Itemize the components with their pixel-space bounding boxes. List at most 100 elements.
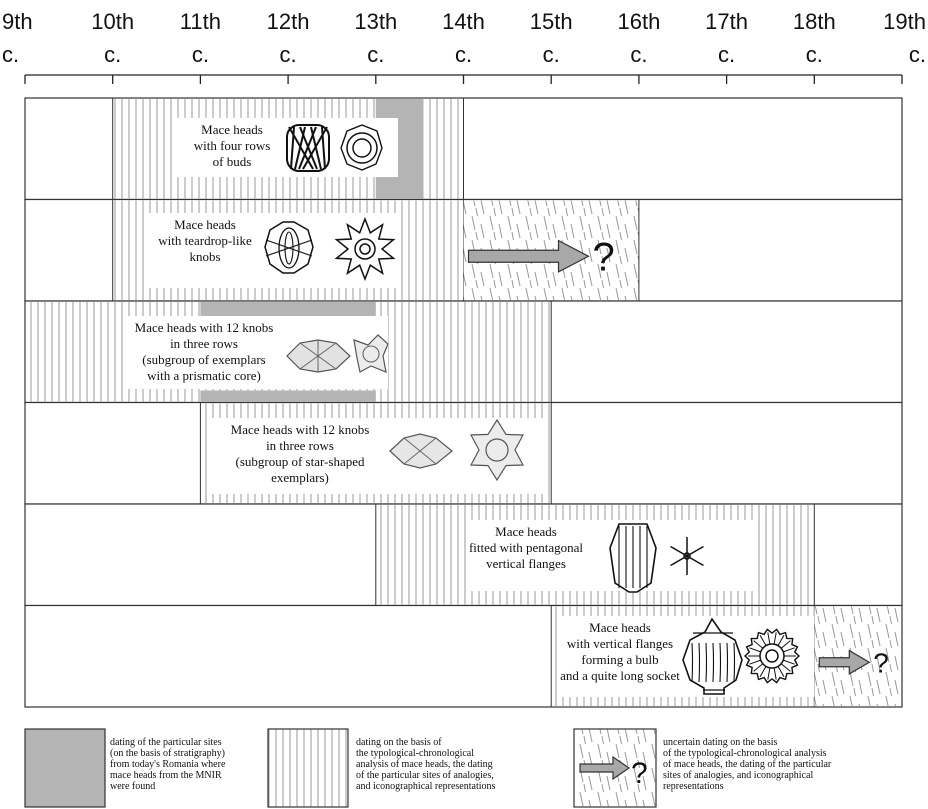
legend-text-line: analysis of mace heads, the dating	[356, 759, 493, 770]
teardrop-line	[265, 239, 313, 257]
legend-text-line: and iconographical representations	[356, 781, 495, 792]
bulb-flange-ray	[749, 659, 761, 665]
row-label-line: forming a bulb	[581, 652, 658, 667]
row-label-line: Mace heads	[201, 122, 263, 137]
bulb-mace-top-view	[743, 628, 801, 684]
question-mark: ?	[593, 235, 615, 279]
row-label-line: (subgroup of star-shaped	[236, 454, 365, 469]
bulb-flange-ray	[759, 666, 767, 678]
bulb-flange-ray	[780, 640, 791, 649]
bulb-mace-ring	[759, 643, 785, 669]
legend-text-line: dating on the basis of	[356, 737, 442, 748]
bulb-flange-ray	[783, 647, 795, 653]
century-unit: c.	[718, 42, 735, 67]
legend: dating of the particular sites(on the ba…	[24, 728, 832, 808]
row-label-line: Mace heads	[174, 217, 236, 232]
bud-line	[294, 126, 306, 170]
century-unit: c.	[909, 42, 926, 67]
bulb-flange	[733, 642, 736, 683]
buds-mace-ring	[352, 138, 372, 158]
row-label-line: Mace heads with 12 knobs	[135, 320, 274, 335]
teardrop-knob	[284, 231, 294, 265]
row-label-line: in three rows	[170, 336, 238, 351]
century-unit: c.	[630, 42, 647, 67]
bulb-flange-ray	[753, 663, 764, 672]
row-label-line: Mace heads	[495, 524, 557, 539]
star-mace-top-view	[470, 418, 524, 482]
bulb-flange-ray	[767, 632, 771, 645]
bulb-flange-ray	[777, 634, 785, 646]
legend-text-line: mace heads from the MNIR	[110, 770, 222, 781]
legend-arrow	[579, 755, 631, 781]
legend-text-line: were found	[110, 781, 155, 792]
teardrop-mace-top-view	[334, 216, 396, 282]
row-label-line: Mace heads	[589, 620, 651, 635]
bud-line	[321, 126, 326, 170]
century-label: 15th	[530, 9, 573, 34]
bulb-flange	[691, 642, 694, 683]
bulb-flange-ray	[767, 667, 771, 680]
bulb-flange	[712, 642, 715, 683]
prismatic-mace-ring	[362, 345, 380, 363]
mace-head-drawings	[264, 124, 801, 695]
bulb-flange-ray	[777, 666, 785, 678]
row-border	[24, 604, 903, 708]
century-unit: c.	[2, 42, 19, 67]
prismatic-mace-top-view	[353, 334, 389, 373]
row-label-line: vertical flanges	[486, 556, 566, 571]
legend-text-line: the typological-chronological	[356, 748, 474, 759]
bud-line	[290, 126, 295, 170]
legend-question-mark: ?	[631, 757, 648, 790]
legend-text-line: uncertain dating on the basis	[663, 737, 778, 748]
teardrop-mace-ring	[354, 238, 376, 260]
legend-text-line: sites of analogies, and iconographical	[663, 770, 813, 781]
row-label-line: with four rows	[194, 138, 271, 153]
row-label-line: (subgroup of exemplars	[142, 352, 265, 367]
star-mace-drawing	[389, 433, 453, 469]
century-label: 13th	[354, 9, 397, 34]
row-label-line: exemplars)	[271, 470, 329, 485]
century-label: 12th	[267, 9, 310, 34]
uncertain-arrow	[818, 649, 871, 675]
century-unit: c.	[806, 42, 823, 67]
stratigraphy-dating-band	[200, 302, 376, 319]
teardrop-knob	[278, 227, 300, 269]
row-label-line: and a quite long socket	[560, 668, 680, 683]
century-unit: c.	[543, 42, 560, 67]
row-label-line: Mace heads with 12 knobs	[231, 422, 370, 437]
bud-line	[310, 126, 322, 170]
legend-text-line: of the particular sites of analogies,	[356, 770, 494, 781]
century-label: 19th	[883, 9, 926, 34]
legend-swatch	[24, 728, 106, 808]
bulb-flange-ray	[783, 659, 795, 665]
bulb-flange-ray	[749, 647, 761, 653]
century-unit: c.	[192, 42, 209, 67]
star-mace-ring	[485, 438, 509, 462]
century-label: 9th	[2, 9, 33, 34]
century-label: 18th	[793, 9, 836, 34]
star-facet	[403, 437, 437, 465]
century-label: 14th	[442, 9, 485, 34]
legend-item: dating of the particular sites(on the ba…	[24, 728, 226, 808]
bulb-flange-ray	[780, 663, 791, 672]
bulb-flange	[726, 642, 729, 683]
century-label: 10th	[91, 9, 134, 34]
row-label-line: in three rows	[266, 438, 334, 453]
bulb-flange-ray	[773, 667, 777, 680]
row-label-line: fitted with pentagonal	[469, 540, 583, 555]
legend-text-line: of the typological-chronological analysi…	[663, 748, 827, 759]
legend-text-line: from today's Romania where	[110, 759, 226, 770]
bulb-mace-ring	[765, 649, 779, 663]
century-unit: c.	[104, 42, 121, 67]
bulb-flange	[698, 642, 701, 683]
uncertain-arrow	[467, 239, 590, 273]
bulb-flange-ray	[753, 640, 764, 649]
century-label: 11th	[180, 9, 221, 34]
row-label-line: with a prismatic core)	[147, 368, 261, 383]
bulb-flange-ray	[759, 634, 767, 646]
